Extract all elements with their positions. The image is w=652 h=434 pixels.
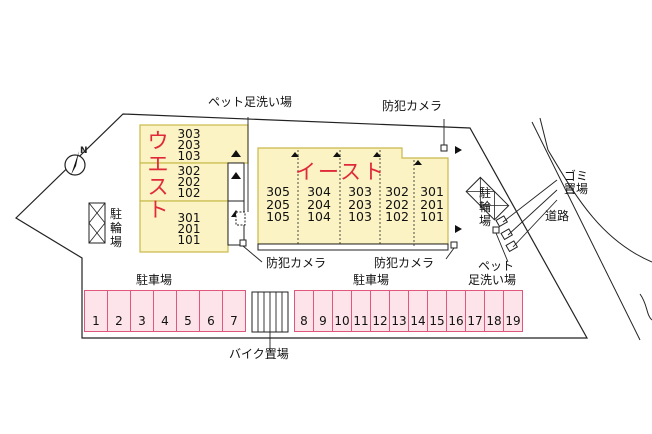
parking-space-1: 1 [84, 290, 108, 332]
parking-space-8: 8 [294, 290, 314, 332]
arrow-east-2 [333, 152, 341, 157]
camera-left-marker [239, 239, 247, 247]
arrow-east-3 [373, 152, 381, 157]
camera-right-label: 防犯カメラ [374, 256, 435, 270]
parking-space-11: 11 [351, 290, 371, 332]
west-room-203: 203 [177, 138, 201, 152]
garbage-leader-1 [502, 179, 558, 223]
pet-wash-right-marker [492, 226, 500, 234]
parking-space-3: 3 [130, 290, 154, 332]
parking-space-12: 12 [370, 290, 390, 332]
west-room-103: 103 [177, 149, 201, 163]
parking-space-19: 19 [503, 290, 523, 332]
parking-space-14: 14 [408, 290, 428, 332]
parking-space-17: 17 [465, 290, 485, 332]
pet-wash-right-label-1: ペット [478, 259, 515, 273]
compass-n-label: N [80, 146, 88, 156]
parking-space-16: 16 [446, 290, 466, 332]
road-edge-left [531, 121, 641, 341]
pet-wash-top-marker [235, 211, 246, 226]
parking-space-18: 18 [484, 290, 504, 332]
parking-right-label: 駐車場 [353, 273, 390, 287]
west-room-101: 101 [177, 233, 201, 247]
road-edge-mid [539, 117, 549, 151]
parking-space-15: 15 [427, 290, 447, 332]
arrow-east-4 [414, 160, 422, 165]
parking-space-2: 2 [107, 290, 131, 332]
motorbike-area [251, 291, 289, 333]
bike-parking-left-label: 駐輪場 [109, 207, 122, 249]
pet-wash-top-label: ペット足洗い場 [208, 95, 293, 109]
camera-left-leader [242, 245, 263, 263]
garbage-leader-2 [507, 189, 558, 236]
pet-wash-right-leader [495, 232, 509, 263]
parking-space-4: 4 [153, 290, 177, 332]
camera-top-marker [440, 144, 448, 152]
road-edge-right [547, 149, 652, 263]
parking-space-9: 9 [313, 290, 333, 332]
bike-parking-right-label: 駐輪場 [478, 186, 491, 228]
arrow-east-right-2 [455, 225, 462, 233]
west-room-301: 301 [177, 211, 201, 225]
parking-space-5: 5 [176, 290, 200, 332]
east-unit-col-4: 302 202 102 [385, 184, 409, 224]
arrow-west-2 [231, 172, 241, 179]
west-building-name: ウエスト [147, 129, 169, 222]
parking-space-10: 10 [332, 290, 352, 332]
garbage-boxes [495, 215, 519, 253]
west-room-102: 102 [177, 186, 201, 200]
parking-space-7: 7 [222, 290, 246, 332]
west-room-302: 302 [177, 164, 201, 178]
bike-parking-right-shape [465, 176, 510, 221]
camera-right-marker [450, 241, 458, 249]
camera-right-leader [445, 247, 455, 260]
parking-left-label: 駐車場 [136, 273, 173, 287]
east-unit-col-3: 303 203 103 [348, 184, 372, 224]
east-unit-col-2: 304 204 104 [307, 184, 331, 224]
road-label: 道路 [545, 209, 570, 223]
arrow-east-right [455, 146, 462, 154]
parking-space-6: 6 [199, 290, 223, 332]
camera-left-label: 防犯カメラ [266, 256, 327, 270]
east-unit-col-5: 301 201 101 [420, 184, 444, 224]
arrow-west-1 [231, 150, 241, 157]
compass-icon [64, 151, 86, 176]
east-building-name: イースト [295, 160, 386, 184]
west-room-201: 201 [177, 222, 201, 236]
west-room-202: 202 [177, 175, 201, 189]
east-unit-col-1: 305 205 105 [266, 184, 290, 224]
pet-wash-right-label-2: 足洗い場 [468, 273, 517, 287]
camera-top-label: 防犯カメラ [382, 99, 443, 113]
garbage-leader-3 [512, 199, 558, 248]
bike-parking-left-shape [88, 202, 106, 244]
arrow-east-1 [291, 152, 299, 157]
garbage-label: ゴミ置場 [563, 169, 588, 196]
west-room-303: 303 [177, 127, 201, 141]
road-edge-far [639, 293, 652, 321]
parking-space-13: 13 [389, 290, 409, 332]
motorbike-label: バイク置場 [229, 347, 289, 361]
east-building [257, 147, 449, 251]
